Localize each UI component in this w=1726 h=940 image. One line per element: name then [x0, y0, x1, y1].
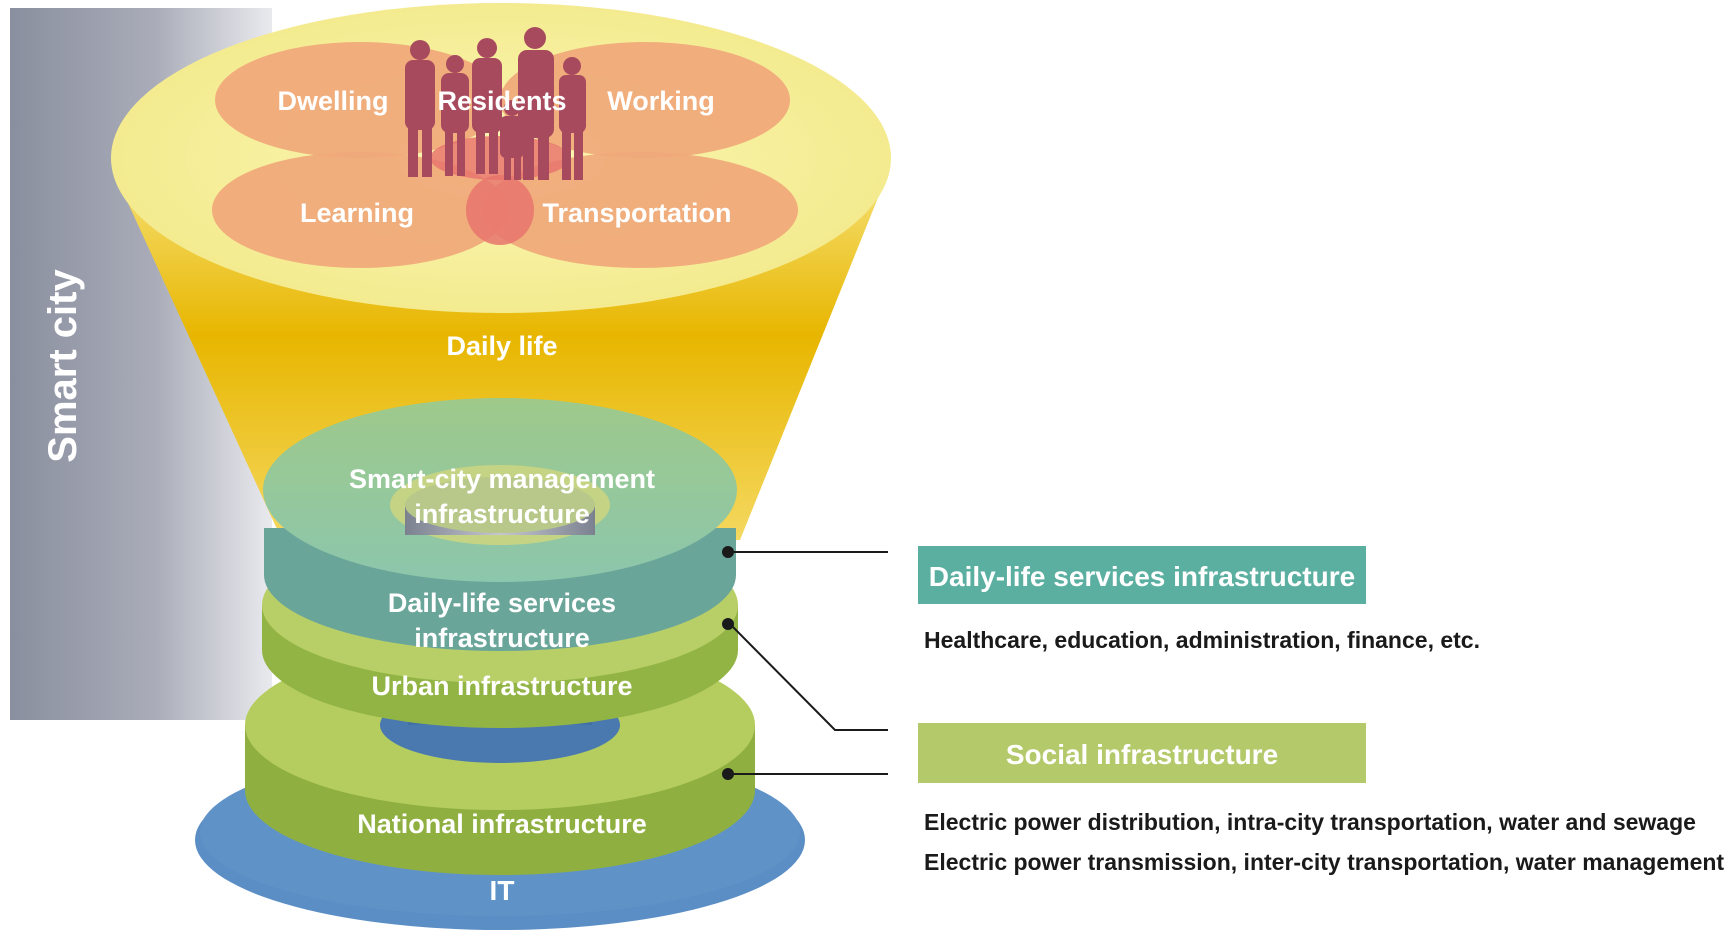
- label-management-1: Smart-city management: [349, 464, 655, 494]
- legend-daily-title: Daily-life services infrastructure: [929, 561, 1355, 592]
- connector-lines: [729, 551, 888, 775]
- label-it: IT: [490, 875, 515, 906]
- label-urban: Urban infrastructure: [371, 671, 632, 701]
- legend-social-line-2: Electric power transmission, inter-city …: [924, 849, 1724, 875]
- label-daily-life: Daily life: [446, 331, 557, 361]
- label-daily-services-2: infrastructure: [414, 623, 590, 653]
- petal-transportation: [482, 152, 798, 268]
- label-national: National infrastructure: [357, 809, 647, 839]
- label-working: Working: [607, 86, 715, 116]
- label-dwelling: Dwelling: [277, 86, 388, 116]
- label-residents: Residents: [437, 86, 566, 116]
- legend-daily-box: [918, 546, 1366, 604]
- label-management-2: infrastructure: [414, 499, 590, 529]
- legend-social-line-1: Electric power distribution, intra-city …: [924, 809, 1696, 835]
- label-learning: Learning: [300, 198, 414, 228]
- residents-silhouette-icon: [405, 27, 586, 180]
- smart-city-label: Smart city: [41, 269, 85, 463]
- label-daily-services-1: Daily-life services: [388, 588, 616, 618]
- connector-dot: [722, 546, 734, 558]
- connector-dot: [722, 618, 734, 630]
- legend-social-box: [918, 723, 1366, 783]
- connector-dot: [722, 768, 734, 780]
- legend-daily-desc: Healthcare, education, administration, f…: [924, 627, 1480, 653]
- petal-learning: [212, 152, 508, 268]
- label-transportation: Transportation: [542, 198, 731, 228]
- legend-social-title: Social infrastructure: [1006, 739, 1278, 770]
